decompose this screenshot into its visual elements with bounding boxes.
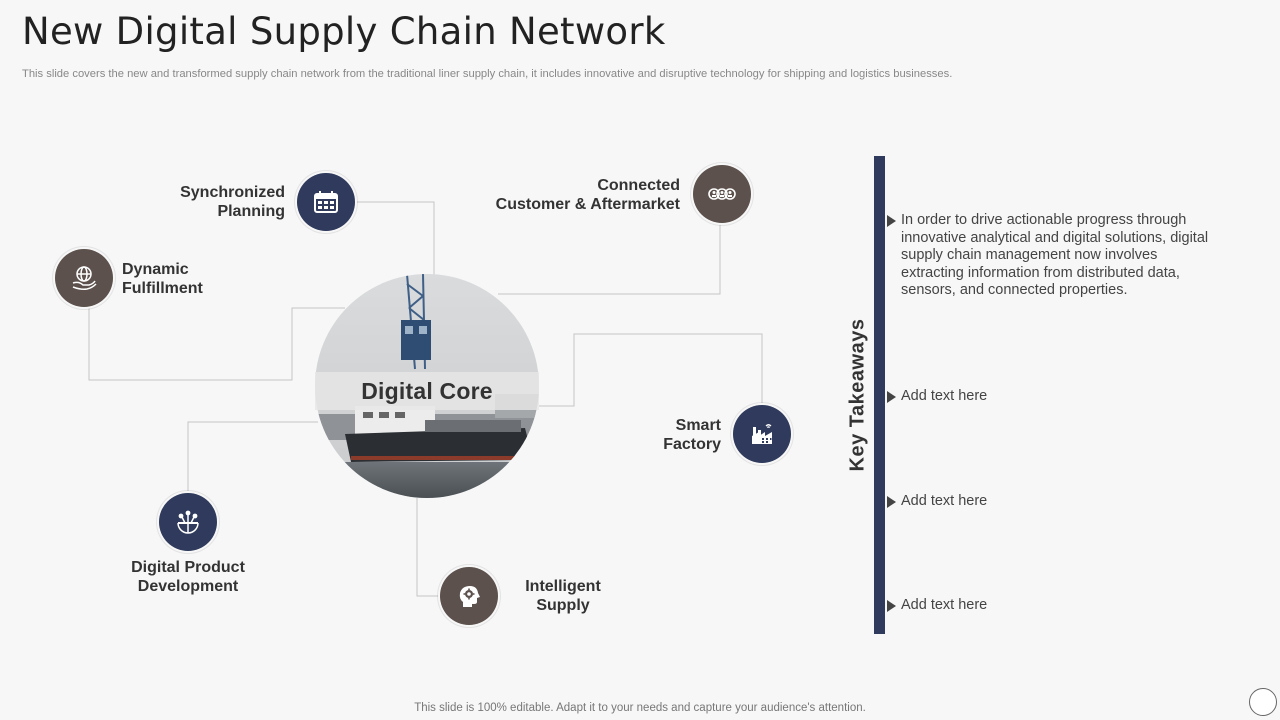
synchronized-planning-label: Synchronized Planning — [180, 184, 285, 220]
bullet-triangle-icon — [887, 600, 896, 612]
bullet-triangle-icon — [887, 215, 896, 227]
connector-intelligent-supply — [416, 498, 440, 597]
customers-icon — [708, 188, 736, 200]
intelligent-supply-node — [440, 567, 498, 625]
smart-factory-node — [733, 405, 791, 463]
synchronized-planning-node — [297, 173, 355, 231]
digital-product-development-label: Digital Product Development — [131, 559, 245, 595]
connector-smart-factory — [539, 333, 763, 407]
connector-synchronized-planning — [355, 201, 435, 280]
bullet-triangle-icon — [887, 391, 896, 403]
footer-note: This slide is 100% editable. Adapt it to… — [414, 702, 866, 714]
connected-customer-label: Connected Customer & Aftermarket — [495, 177, 680, 213]
corner-circle-decoration — [1249, 688, 1277, 716]
globe-hand-icon — [72, 266, 97, 290]
digital-product-development-node — [159, 493, 217, 551]
slide-subtitle: This slide covers the new and transforme… — [22, 68, 953, 80]
calendar-icon — [314, 191, 338, 213]
network-globe-icon — [177, 510, 199, 534]
digital-core-label: Digital Core — [315, 372, 539, 410]
smart-factory-label: Smart Factory — [663, 417, 721, 453]
intelligent-supply-label: Intelligent Supply — [525, 578, 601, 614]
takeaway-item: In order to drive actionable progress th… — [887, 212, 1217, 300]
connected-customer-node — [693, 165, 751, 223]
takeaway-item: Add text here — [887, 493, 1217, 511]
head-gear-icon — [459, 586, 480, 607]
slide-title: New Digital Supply Chain Network — [22, 10, 666, 53]
takeaway-item: Add text here — [887, 388, 1217, 406]
dynamic-fulfillment-node — [55, 249, 113, 307]
factory-icon — [752, 424, 772, 444]
connector-digital-product — [187, 421, 318, 493]
dynamic-fulfillment-label: Dynamic Fulfillment — [122, 261, 203, 297]
connector-dynamic-fulfillment — [88, 307, 345, 381]
bullet-triangle-icon — [887, 496, 896, 508]
key-takeaways-bar — [874, 156, 885, 634]
connector-connected-customer — [498, 222, 721, 295]
takeaway-item: Add text here — [887, 597, 1217, 615]
